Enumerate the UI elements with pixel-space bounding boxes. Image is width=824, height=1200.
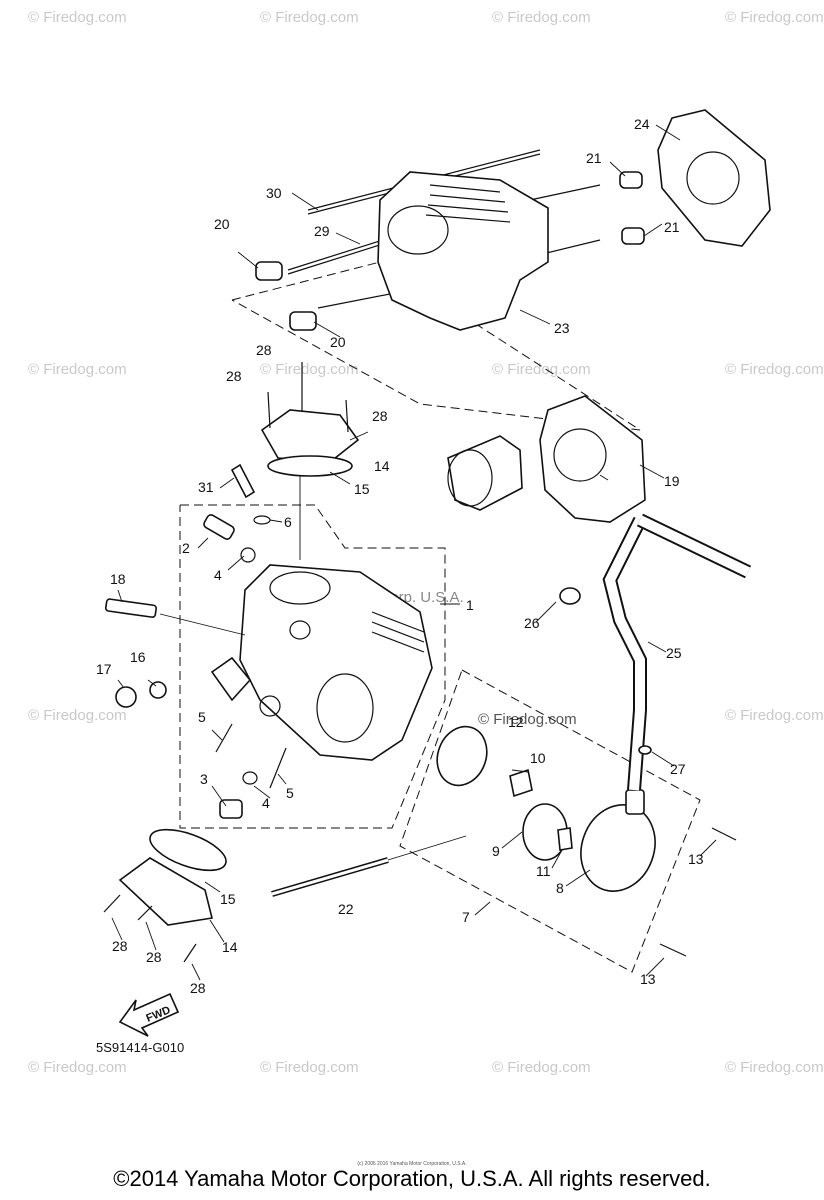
callout-22: 22 — [338, 901, 354, 917]
callout-13: 13 — [688, 851, 704, 867]
leader-lines — [111, 124, 717, 981]
cover-plate-lower — [103, 828, 227, 963]
dowel-21-upper — [619, 171, 643, 189]
pump-fitting — [625, 789, 645, 815]
watermark: © Firedog.com — [725, 9, 824, 26]
watermark: © Firedog.com — [28, 707, 127, 724]
o-ring-12 — [436, 725, 488, 787]
callout-28: 28 — [226, 368, 242, 384]
clamp-27 — [638, 745, 652, 755]
assembly-outlines — [179, 261, 701, 973]
watermark: © Firedog.com — [492, 1059, 591, 1076]
callout-3: 3 — [200, 771, 208, 787]
callout-25: 25 — [666, 645, 682, 661]
tiny-credit: (c) 2006 2016 Yamaha Motor Corporation, … — [357, 1161, 467, 1167]
clip-11 — [557, 827, 573, 851]
callout-14: 14 — [374, 458, 390, 474]
parts-diagram: © Firedog.com © Firedog.com © Firedog.co… — [28, 9, 824, 1076]
callout-28: 28 — [256, 342, 272, 358]
piston-group — [447, 395, 646, 523]
bolt-22 — [271, 835, 467, 897]
callout-26: 26 — [524, 615, 540, 631]
watermark: © Firedog.com — [492, 9, 591, 26]
callout-8: 8 — [556, 880, 564, 896]
diagram-code: 5S91414-G010 — [96, 1040, 184, 1055]
callout-10: 10 — [530, 750, 546, 766]
dowel-20-lower — [289, 311, 317, 331]
watermark: © Firedog.com — [725, 361, 824, 378]
callout-9: 9 — [492, 843, 500, 859]
cylinder-assembly-outline — [231, 261, 641, 431]
watermark: © Firedog.com — [260, 9, 359, 26]
head-gasket — [539, 395, 646, 523]
water-pump-group — [436, 725, 737, 957]
callouts: 1 2 3 4 4 5 5 6 7 8 9 10 11 12 13 13 14 … — [96, 116, 704, 996]
callout-1: 1 — [466, 597, 474, 613]
pump-cover-8 — [580, 804, 656, 892]
washer-16 — [149, 681, 167, 699]
bracket-10 — [509, 768, 533, 798]
callout-28: 28 — [372, 408, 388, 424]
callout-23: 23 — [554, 320, 570, 336]
callout-28: 28 — [146, 949, 162, 965]
copyright-footer: ©2014 Yamaha Motor Corporation, U.S.A. A… — [113, 1166, 711, 1191]
cylinder-gasket — [657, 109, 771, 247]
callout-13: 13 — [640, 971, 656, 987]
callout-4: 4 — [262, 795, 270, 811]
callout-17: 17 — [96, 661, 112, 677]
temp-sensor-2 — [203, 514, 235, 540]
callout-11: 11 — [536, 863, 551, 879]
callout-20: 20 — [330, 334, 346, 350]
thermo-switch-3 — [219, 799, 243, 819]
callout-21: 21 — [586, 150, 602, 166]
callout-18: 18 — [110, 571, 126, 587]
watermark: © Firedog.com — [28, 1059, 127, 1076]
watermark: © Firedog.com — [725, 1059, 824, 1076]
dowel-21-lower — [621, 227, 645, 245]
watermark: © Firedog.com — [492, 361, 591, 378]
callout-29: 29 — [314, 223, 330, 239]
piston — [447, 435, 523, 511]
cylinder-head-assembly-outline — [179, 504, 446, 829]
callout-12: 12 — [508, 714, 524, 730]
callout-27: 27 — [670, 761, 686, 777]
callout-24: 24 — [634, 116, 650, 132]
clamp-26 — [559, 587, 581, 605]
cover-plate-upper — [260, 362, 360, 560]
fitting-31 — [230, 463, 256, 499]
water-pump-assembly-outline — [399, 669, 701, 973]
hose-group — [559, 513, 752, 791]
cylinder-group — [255, 109, 771, 331]
spark-plug-18 — [104, 598, 157, 618]
fwd-arrow: FWD — [118, 992, 180, 1037]
callout-28: 28 — [190, 980, 206, 996]
callout-21: 21 — [664, 219, 680, 235]
cylinder-head — [239, 564, 433, 761]
callout-31: 31 — [198, 479, 214, 495]
callout-20: 20 — [214, 216, 230, 232]
callout-5: 5 — [286, 785, 294, 801]
callout-14: 14 — [222, 939, 238, 955]
cap-17 — [115, 686, 137, 708]
watermark: © Firedog.com — [260, 1059, 359, 1076]
watermark: © Firedog.com — [28, 361, 127, 378]
callout-15: 15 — [354, 481, 370, 497]
watermark: © Firedog.com — [28, 9, 127, 26]
callout-30: 30 — [266, 185, 282, 201]
watermark: © Firedog.com — [725, 707, 824, 724]
cylinder-head-group — [104, 463, 433, 819]
watermark-inline: © Firedog.com — [478, 711, 577, 728]
callout-28: 28 — [112, 938, 128, 954]
callout-5: 5 — [198, 709, 206, 725]
callout-7: 7 — [462, 909, 470, 925]
callout-2: 2 — [182, 540, 190, 556]
callout-4: 4 — [214, 567, 222, 583]
callout-19: 19 — [664, 473, 680, 489]
watermark: © Firedog.com — [260, 361, 359, 378]
dowel-20-upper — [255, 261, 283, 281]
callout-6: 6 — [284, 514, 292, 530]
callout-16: 16 — [130, 649, 146, 665]
callout-15: 15 — [220, 891, 236, 907]
